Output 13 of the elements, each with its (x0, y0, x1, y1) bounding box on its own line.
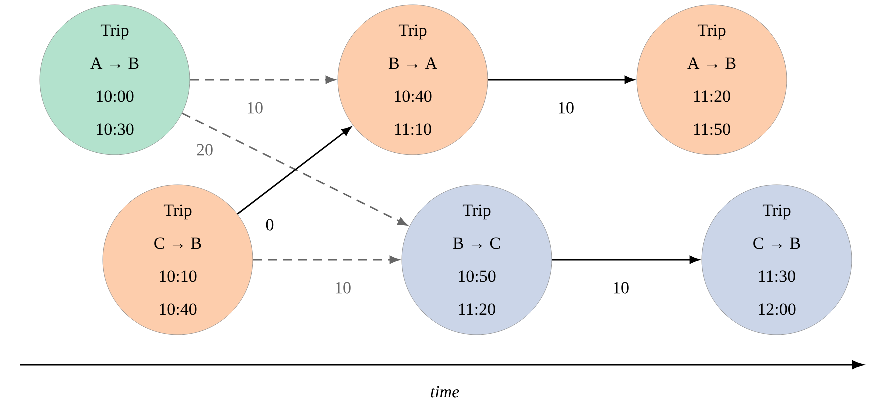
edge-label: 0 (264, 218, 276, 232)
arrow (488, 76, 634, 84)
edge-label: 10 (556, 101, 576, 115)
arrow (253, 256, 400, 264)
axis-label: time (431, 386, 460, 398)
edge-label: 10 (612, 281, 630, 295)
arrow (552, 256, 700, 264)
edge-label: 20 (196, 143, 214, 157)
arrow (190, 76, 336, 84)
edge-label: 10 (246, 101, 264, 115)
arrow (182, 112, 408, 226)
arrow (237, 126, 352, 215)
edge-label: 10 (334, 281, 352, 295)
